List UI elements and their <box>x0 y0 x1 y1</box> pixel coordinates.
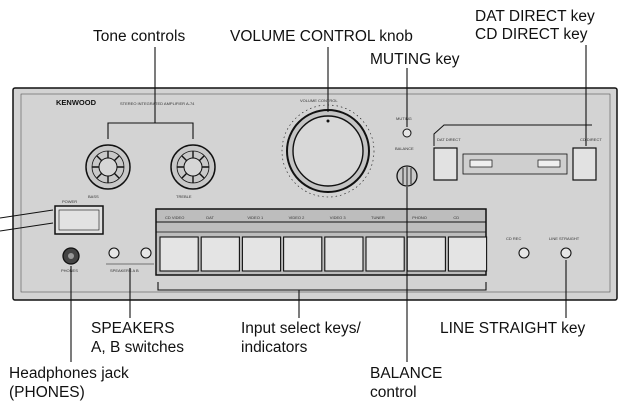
cd-direct-text: CD DIRECT <box>580 137 602 142</box>
balance-knob[interactable] <box>396 165 418 187</box>
label-speakers-1: SPEAKERS <box>91 320 175 337</box>
volume-text: VOLUME CONTROL <box>300 98 338 103</box>
cd-rec-text: CD REC <box>506 236 521 241</box>
label-line-straight: LINE STRAIGHT key <box>440 320 586 337</box>
label-input-select-1: Input select keys/ <box>241 320 361 337</box>
label-headphones-2: (PHONES) <box>9 384 85 401</box>
input-select-key-3[interactable] <box>283 236 323 272</box>
input-label-7: CD <box>453 215 459 220</box>
label-volume-knob: VOLUME CONTROL knob <box>230 28 413 45</box>
speakers-text: SPEAKERS A B <box>110 268 139 273</box>
line-straight-key[interactable] <box>560 247 572 259</box>
dat-direct-text: DAT DIRECT <box>437 137 461 142</box>
input-select-key-4[interactable] <box>324 236 364 272</box>
label-tone-controls: Tone controls <box>93 28 186 45</box>
dat-direct-key[interactable] <box>433 147 458 181</box>
label-balance-2: control <box>370 384 417 401</box>
input-label-2: VIDEO 1 <box>247 215 264 220</box>
input-label-1: DAT <box>206 215 214 220</box>
input-label-0: CD VIDEO <box>165 215 184 220</box>
bass-knob[interactable] <box>85 144 131 190</box>
cd-direct-key[interactable] <box>572 147 597 181</box>
power-switch[interactable] <box>54 205 104 235</box>
input-select-key-1[interactable] <box>200 236 240 272</box>
label-input-select-2: indicators <box>241 339 308 356</box>
direct-indicator-panel <box>462 153 568 175</box>
label-balance-1: BALANCE <box>370 365 443 382</box>
brand-logo: KENWOOD <box>56 98 97 107</box>
callout-lines <box>0 45 587 362</box>
treble-knob[interactable] <box>170 144 216 190</box>
label-cd-direct: CD DIRECT key <box>475 26 588 43</box>
volume-knob[interactable] <box>281 104 375 198</box>
power-text: POWER <box>62 199 77 204</box>
balance-text: BALANCE <box>395 146 414 151</box>
muting-key[interactable] <box>402 128 412 138</box>
input-select-key-7[interactable] <box>447 236 488 272</box>
treble-text: TREBLE <box>176 194 192 199</box>
label-headphones-1: Headphones jack <box>9 365 129 382</box>
model-text: STEREO INTEGRATED AMPLIFIER A-74 <box>120 101 195 106</box>
label-muting: MUTING key <box>370 51 460 68</box>
input-select-key-5[interactable] <box>365 236 405 272</box>
input-label-6: PHONO <box>412 215 427 220</box>
label-speakers-2: A, B switches <box>91 339 185 356</box>
line-straight-text: LINE STRAIGHT <box>549 236 580 241</box>
input-select-key-0[interactable] <box>159 236 199 272</box>
input-select-key-6[interactable] <box>406 236 446 272</box>
input-label-3: VIDEO 2 <box>289 215 306 220</box>
phones-text: PHONES <box>61 268 78 273</box>
input-label-4: VIDEO 3 <box>330 215 347 220</box>
muting-text: MUTING <box>396 116 412 121</box>
bass-text: BASS <box>88 194 99 199</box>
input-select-key-2[interactable] <box>241 236 282 272</box>
cd-rec-key[interactable] <box>518 247 530 259</box>
label-dat-direct: DAT DIRECT key <box>475 8 595 25</box>
speakers-a-switch[interactable] <box>108 247 120 259</box>
input-label-5: TUNER <box>371 215 385 220</box>
speakers-b-switch[interactable] <box>140 247 152 259</box>
